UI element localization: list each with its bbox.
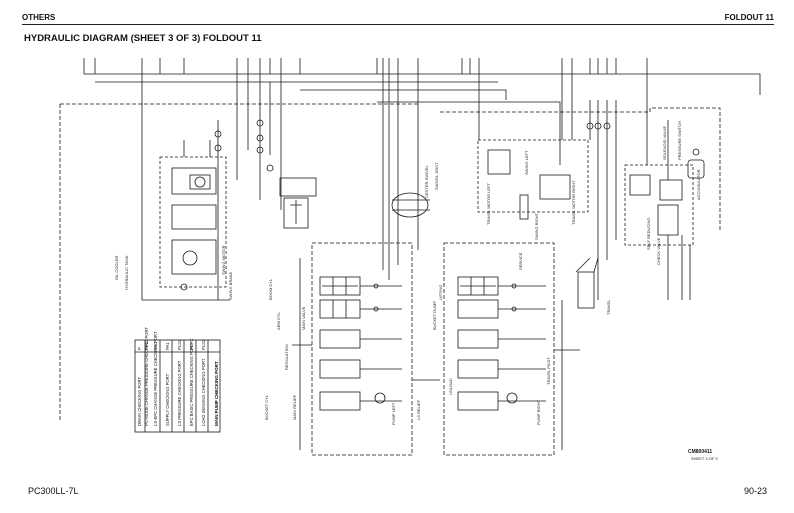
section-label: OTHERS (22, 13, 56, 22)
label-accumulator: ACCUMULATOR (696, 169, 701, 200)
label-unload: UNLOAD (448, 378, 453, 395)
checking-port-table (134, 339, 221, 433)
table-row-port: PPC (144, 341, 149, 350)
label-service: SERVICE (518, 252, 523, 270)
label-lifting: LIFTING (438, 285, 443, 300)
label-swing-motor: SWING MOTOR (221, 245, 226, 275)
top-port-terminals (83, 58, 648, 74)
main-valve-left (292, 242, 440, 456)
table-title: MAIN PUMP CHECKING PORT (214, 361, 219, 426)
label-travel-motor-right: TRAVEL MOTOR RIGHT (571, 180, 576, 225)
table-row-port: PEPC (189, 339, 194, 350)
table-row-port: PA1 (165, 342, 170, 350)
page-title: HYDRAULIC DIAGRAM (SHEET 3 OF 3) FOLDOUT… (24, 33, 262, 44)
swivel-joint-symbol (391, 192, 429, 218)
table-row-desc: LOAD SENSING CHECKING PORT (201, 358, 206, 426)
label-hydraulic-tank: HYDRAULIC TANK (124, 255, 129, 290)
table-row-port: P (137, 347, 142, 350)
label-arm-cyl: ARM CYL (276, 311, 281, 330)
table-row-desc: EPC BASIC PRESSURE CHECKING PORT (189, 343, 194, 426)
label-regulation: REGULATION (284, 344, 289, 370)
label-travel: TRAVEL (606, 299, 611, 315)
drawing-number: CM800411 (688, 449, 712, 455)
table-row-desc: LS PRESSURE CHECKING PORT (177, 360, 182, 426)
drain-line-dashed (59, 103, 721, 420)
label-center-swivel: CENTER SWIVEL (424, 165, 429, 198)
label-pressure-switch: PRESSURE SWITCH (677, 121, 682, 160)
label-main-valve: MAIN VALVE (301, 306, 306, 330)
label-self-reducing: SELF REDUCING (646, 218, 651, 250)
table-row-desc: PC-MODE CHANGE PRESSURE CHECKING PORT (144, 327, 149, 426)
sheet-number: SHEET 3 OF 3 (691, 456, 718, 461)
main-return-line (84, 73, 761, 95)
label-oil-cooler: OIL COOLER (114, 256, 119, 280)
label-boom-cyl: BOOM CYL (268, 278, 273, 300)
label-travel-motor-left: TRAVEL MOTOR LEFT (486, 183, 491, 225)
label-bucket-dump: BUCKET DUMP (432, 301, 437, 330)
label-bucket-cyl: BUCKET CYL (264, 394, 269, 420)
accessory-valve-block (624, 74, 705, 300)
table-row-port: PLS2 (201, 339, 206, 350)
center-control-group (236, 74, 430, 280)
label-swing-right: SWING RIGHT (534, 212, 539, 240)
foldout-label: FOLDOUT 11 (724, 13, 774, 22)
label-swing-left: SWING LEFT (524, 150, 529, 175)
page-header: OTHERS FOLDOUT 11 (22, 4, 774, 25)
label-travel-pilot: TRAVEL PILOT (546, 357, 551, 385)
diagram-text: SWING MOTOR SWING BRAKE CENTER SWIVEL SW… (114, 121, 718, 461)
main-valve-right (443, 242, 580, 456)
right-control-block (477, 74, 617, 309)
label-swing-brake: SWING BRAKE (228, 271, 233, 300)
table-row-port: PAC (153, 342, 158, 350)
pilot-supply-line (95, 81, 561, 165)
table-row-port: PLS1 (177, 339, 182, 350)
label-pump-left: PUMP LEFT (391, 402, 396, 425)
swing-motor-block (141, 74, 230, 301)
label-check-valve: CHECK VALVE (656, 237, 661, 265)
table-row-desc: LS-EPC CHANGE PRESSURE CHECKING PORT (153, 331, 158, 426)
label-main-relief: MAIN RELIEF (292, 394, 297, 420)
label-swivel-joint: SWIVEL JOINT (434, 162, 439, 190)
footer-model: PC300LL-7L (28, 486, 79, 496)
footer-page-number: 90-23 (743, 486, 767, 496)
label-solenoid-valve: SOLENOID VALVE (662, 126, 667, 160)
label-pump-right: PUMP RIGHT (536, 399, 541, 425)
table-row-desc: SUPPLY CHECKING PORT (165, 373, 170, 426)
table-row-desc: DRAIN CHECKING PORT (137, 377, 142, 426)
label-ls-relief: LS RELIEF (416, 399, 421, 420)
